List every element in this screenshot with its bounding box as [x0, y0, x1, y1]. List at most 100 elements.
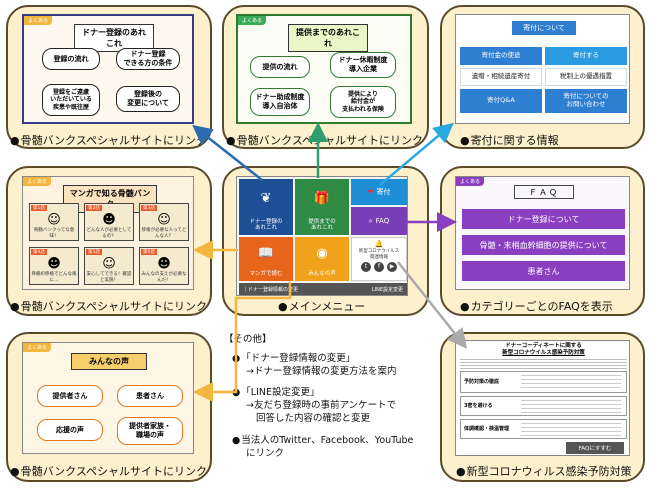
- thumb-manga[interactable]: よくある マンガで知る骨髄バンク 第1話☺骨髄バンクってな意味！ 第2話☻どんな…: [22, 176, 194, 290]
- btn-subsidy[interactable]: ドナー助成制度 導入自治体: [250, 88, 310, 116]
- btn-label: 登録をご遠慮 いただいている 疾患や既往歴: [50, 88, 92, 111]
- episode-label: 第4話: [31, 249, 47, 255]
- btn-insurance[interactable]: 提供により 給付金が 支払われる保険: [330, 86, 396, 118]
- thumb-covid[interactable]: ドナーコーディネートに関する 新型コロナウイルス感染予防対策 予防対策の徹底 3…: [455, 340, 630, 456]
- btn-use-of-funds[interactable]: 寄付金の使途: [460, 47, 542, 65]
- episode-text: 移植が必要な人ってどんな人？: [141, 228, 187, 239]
- caption-text: 寄付に関する情報: [470, 134, 559, 147]
- tile-donate[interactable]: ❤寄付: [351, 179, 407, 205]
- manga-episode-6[interactable]: 第6話☻みんなの支えが必要なんだ！: [139, 247, 189, 285]
- btn-voice-donors[interactable]: 提供者さん: [37, 385, 103, 407]
- covid-title: ドナーコーディネートに関する 新型コロナウイルス感染予防対策: [476, 343, 611, 357]
- episode-text: 骨髄の移植でどんな風に…: [31, 272, 77, 283]
- thumb-banner: みんなの声: [71, 353, 147, 370]
- btn-label: 提供により 給付金が 支払われる保険: [342, 90, 384, 113]
- hands-icon: ❦: [260, 191, 272, 207]
- btn-label: 応援の声: [56, 425, 84, 434]
- manga-episode-3[interactable]: 第3話☺移植が必要な人ってどんな人？: [139, 203, 189, 241]
- episode-label: 第3話: [141, 205, 157, 211]
- tile-covid[interactable]: 🔔 新型コロナウイルス 関連情報 t f ▶: [351, 237, 407, 281]
- other-item-1: 「ドナー登録情報の変更」 →ドナー登録情報の変更方法を案内: [232, 353, 436, 379]
- thumb-main-menu[interactable]: ❦ドナー登録の あれこれ 🎁提供までの あれこれ ❤寄付 ⌕FAQ 📖マンガで読…: [236, 176, 408, 296]
- footer-registration-change[interactable]: ｜ドナー登録情報の変更: [243, 286, 299, 293]
- episode-label: 第1話: [31, 205, 47, 211]
- btn-faq-donation[interactable]: 骨髄・末梢血幹細胞の提供について: [462, 235, 625, 255]
- btn-label: 寄付についての お問い合わせ: [563, 92, 609, 108]
- search-icon: ⌕: [368, 216, 373, 225]
- btn-faq-registration[interactable]: ドナー登録について: [462, 209, 625, 229]
- btn-donation-qa[interactable]: 寄付Q&A: [460, 89, 542, 113]
- btn-after-change[interactable]: 登録後の 変更について: [116, 86, 180, 112]
- caption-text: 骨髄バンクスペシャルサイトにリンク: [236, 134, 424, 147]
- item-sub: →友だち登録時の事前アンケートで: [246, 400, 397, 412]
- btn-label: 寄付Q&A: [487, 96, 515, 105]
- btn-voice-patients[interactable]: 患者さん: [117, 385, 183, 407]
- btn-faq-patients[interactable]: 患者さん: [462, 261, 625, 281]
- btn-bequest[interactable]: 遺贈・相続遺産寄付: [460, 68, 542, 86]
- covid-row-1: 予防対策の徹底: [460, 371, 627, 393]
- btn-donate[interactable]: 寄付する: [545, 47, 627, 65]
- thumb-banner: ドナー登録のあれこれ: [74, 24, 154, 52]
- btn-diseases[interactable]: 登録をご遠慮 いただいている 疾患や既往歴: [42, 84, 100, 116]
- btn-label: ドナー登録について: [507, 214, 580, 224]
- row-detail: [521, 423, 621, 437]
- episode-text: 骨髄バンクってな意味！: [33, 228, 75, 239]
- other-item-2: 「LINE設定変更」 →友だち登録時の事前アンケートで 回答した内容の確認と変更: [232, 387, 436, 425]
- tile-voices[interactable]: ◉ みんなの声: [295, 237, 349, 281]
- item-title: 当法人のTwitter、Facebook、YouTube: [241, 434, 414, 446]
- footer-line-settings[interactable]: LINE設定変更: [371, 286, 403, 293]
- btn-conditions[interactable]: ドナー登録 できる方の条件: [116, 48, 180, 70]
- character-icon: ☺: [102, 256, 116, 272]
- character-icon: ☻: [157, 256, 171, 272]
- btn-voice-support[interactable]: 応援の声: [37, 419, 103, 441]
- caption-mm: メインメニュー: [278, 298, 366, 314]
- btn-process-flow[interactable]: 提供の流れ: [250, 56, 310, 78]
- btn-flow[interactable]: 登録の流れ: [42, 48, 100, 70]
- manga-episode-2[interactable]: 第2話☻どんな人が必要としてるの？: [84, 203, 134, 241]
- manga-episode-4[interactable]: 第4話☻骨髄の移植でどんな風に…: [29, 247, 79, 285]
- caption-text: 新型コロナウィルス感染予防対策: [466, 465, 632, 478]
- tile-faq[interactable]: ⌕FAQ: [351, 207, 407, 235]
- manga-episode-5[interactable]: 第5話☺安心してできる！確認と実施！: [84, 247, 134, 285]
- btn-voice-family[interactable]: 提供者家族・ 職場の声: [117, 417, 183, 445]
- thumb-faq[interactable]: よくある ＦＡＱ ドナー登録について 骨髄・末梢血幹細胞の提供について 患者さん: [455, 176, 630, 290]
- btn-tax[interactable]: 税制上の優遇措置: [545, 68, 627, 86]
- btn-label: 寄付する: [573, 51, 599, 60]
- caption-text: 骨髄バンクスペシャルサイトにリンク: [20, 300, 208, 313]
- btn-label: 登録後の 変更について: [127, 90, 169, 107]
- caption-ml: 骨髄バンクスペシャルサイトにリンク: [10, 298, 207, 314]
- tile-donation-process[interactable]: 🎁提供までの あれこれ: [295, 179, 349, 235]
- row-label: 体調確認・検温管理: [464, 426, 510, 432]
- tile-manga[interactable]: 📖マンガで読む: [239, 237, 293, 281]
- item-title: 「ドナー登録情報の変更」: [241, 352, 356, 364]
- twitter-icon[interactable]: t: [361, 262, 371, 272]
- covid-faq-button[interactable]: FAQにすすむ: [566, 442, 624, 454]
- episode-text: どんな人が必要としてるの？: [86, 228, 132, 239]
- manga-episode-1[interactable]: 第1話☺骨髄バンクってな意味！: [29, 203, 79, 241]
- row-label: 3密を避ける: [464, 403, 493, 409]
- thumb-donation[interactable]: 寄付について 寄付金の使途 寄付する 遺贈・相続遺産寄付 税制上の優遇措置 寄付…: [455, 14, 630, 124]
- btn-donation-contact[interactable]: 寄付についての お問い合わせ: [545, 89, 627, 113]
- caption-text: メインメニュー: [288, 300, 366, 313]
- youtube-icon[interactable]: ▶: [387, 262, 397, 272]
- thumb-voices[interactable]: よくある みんなの声 提供者さん 患者さん 応援の声 提供者家族・ 職場の声: [22, 342, 194, 454]
- thumb-donation-process[interactable]: よくある 提供までのあれこれ 提供の流れ ドナー休暇制度 導入企業 ドナー助成制…: [236, 14, 412, 124]
- caption-bl: 骨髄バンクスペシャルサイトにリンク: [10, 463, 207, 479]
- btn-leave-system[interactable]: ドナー休暇制度 導入企業: [330, 52, 396, 78]
- row-detail: [521, 375, 621, 391]
- voice-icon: ◉: [316, 246, 328, 262]
- facebook-icon[interactable]: f: [374, 262, 384, 272]
- episode-label: 第5話: [86, 249, 102, 255]
- caption-text: カテゴリーごとのFAQを表示: [470, 300, 613, 313]
- caption-tm: 骨髄バンクスペシャルサイトにリンク: [226, 132, 423, 148]
- ribbon: よくある: [23, 177, 52, 186]
- thumb-donor-registration[interactable]: よくある ドナー登録のあれこれ 登録の流れ ドナー登録 できる方の条件 登録をご…: [22, 14, 194, 124]
- ribbon: よくある: [24, 16, 53, 25]
- tile-donor-registration[interactable]: ❦ドナー登録の あれこれ: [239, 179, 293, 235]
- btn-label: 寄付金の使途: [481, 51, 521, 60]
- btn-label: 提供の流れ: [262, 62, 298, 71]
- caption-br: 新型コロナウィルス感染予防対策: [456, 463, 632, 479]
- tile-label: マンガで読む: [249, 271, 283, 278]
- character-icon: ☺: [47, 212, 61, 228]
- tile-label: みんなの声: [308, 271, 336, 278]
